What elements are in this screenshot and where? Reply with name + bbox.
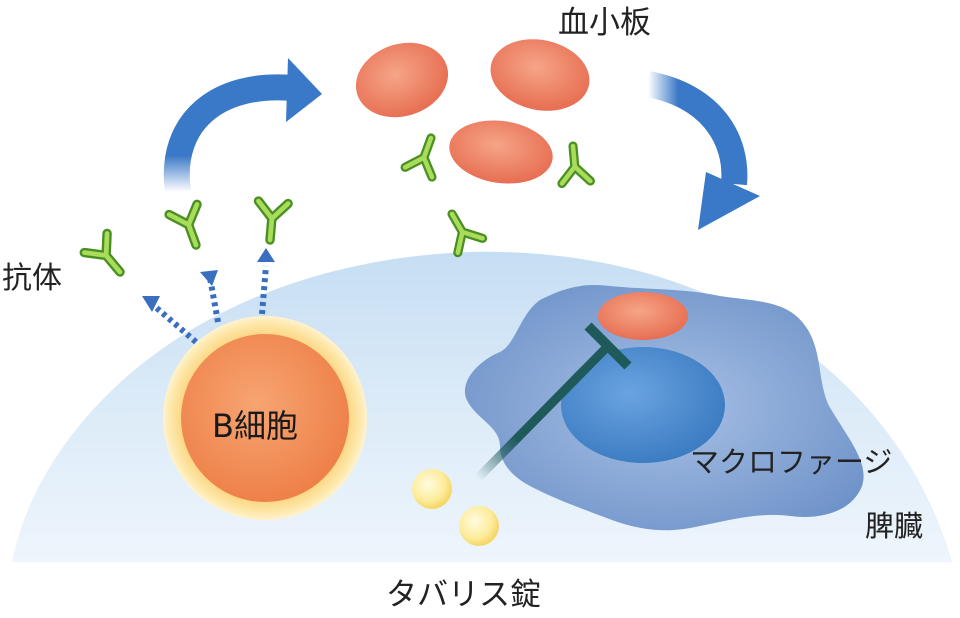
b-cell-label: B細胞	[212, 407, 298, 445]
engulfed-platelet	[598, 292, 688, 340]
drug-label: タバリス錠	[386, 577, 541, 613]
curved-arrow-left	[163, 58, 322, 194]
b-cell	[163, 316, 367, 520]
antibody-label: 抗体	[2, 261, 62, 296]
drug-pill	[412, 469, 499, 546]
curved-arrow-right	[645, 71, 760, 230]
macrophage-label: マクロファージ	[690, 445, 893, 479]
macrophage	[464, 284, 864, 531]
platelets-label: 血小板	[558, 5, 651, 41]
platelet	[355, 39, 590, 184]
antibody-release-arrows	[150, 265, 269, 345]
antibody-icon	[84, 201, 288, 281]
macrophage-nucleus	[561, 347, 725, 463]
inhibition-symbol	[474, 322, 632, 482]
arrow-heads	[142, 248, 275, 312]
spleen-label: 脾臓	[865, 509, 924, 543]
